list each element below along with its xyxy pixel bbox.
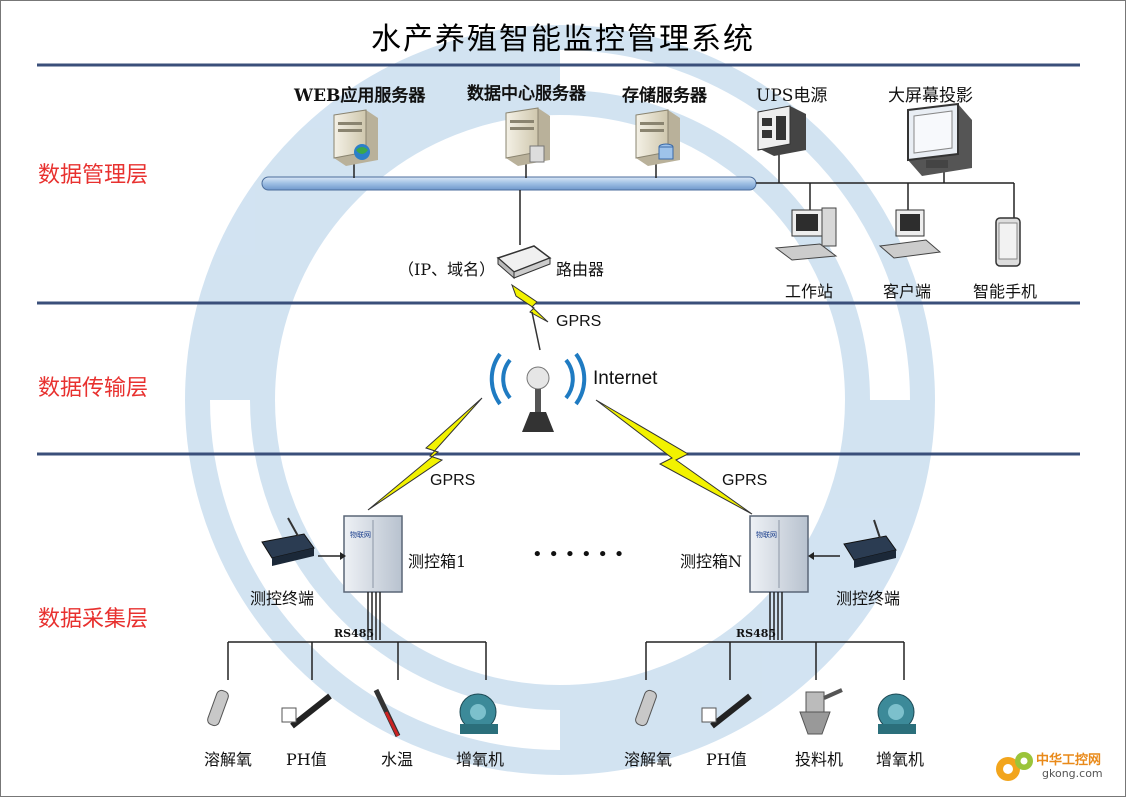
client-label: 客户端 bbox=[883, 282, 932, 301]
workstation-icon bbox=[774, 207, 838, 261]
diagram-title: 水产养殖智能监控管理系统 bbox=[371, 22, 755, 57]
ups-label: UPS电源 bbox=[756, 86, 828, 106]
sensor-label-right-2: PH值 bbox=[706, 750, 747, 769]
network-bus bbox=[261, 176, 757, 191]
watermark-name: 中华工控网 bbox=[1036, 753, 1102, 768]
router-note: （IP、域名） bbox=[398, 260, 496, 279]
storage-server-label: 存储服务器 bbox=[622, 86, 707, 106]
feeder-right-icon bbox=[799, 688, 843, 735]
sensor-label-left-1: 溶解氧 bbox=[204, 750, 253, 769]
rs485-label-right: RS485 bbox=[736, 627, 777, 640]
projector-screen-icon bbox=[907, 102, 972, 176]
ellipsis-more-boxes: • • • • • • bbox=[532, 544, 625, 565]
data-center-server-label: 数据中心服务器 bbox=[467, 84, 586, 104]
terminal-right-icon bbox=[843, 519, 897, 568]
web-server-label: WEB应用服务器 bbox=[294, 86, 426, 106]
client-pc-icon bbox=[878, 209, 942, 259]
sensor-label-left-4: 增氧机 bbox=[456, 750, 505, 769]
workstation-label: 工作站 bbox=[785, 282, 834, 301]
terminal-left-label: 测控终端 bbox=[250, 589, 315, 608]
temperature-probe-left-icon bbox=[373, 688, 401, 738]
gprs-label-top: GPRS bbox=[556, 313, 602, 330]
oxygen-sensor-right-icon bbox=[635, 689, 657, 727]
control-box-1-icon bbox=[343, 515, 403, 593]
internet-antenna-icon bbox=[489, 352, 587, 432]
sensor-label-left-3: 水温 bbox=[381, 750, 414, 769]
sensor-label-right-4: 增氧机 bbox=[876, 750, 925, 769]
sensor-label-right-1: 溶解氧 bbox=[624, 750, 673, 769]
gprs-label-left: GPRS bbox=[430, 472, 476, 489]
watermark-url: gkong.com bbox=[1042, 767, 1103, 780]
gkong-watermark: 中华工控网 gkong.com bbox=[990, 743, 1120, 789]
boxn-brand: 物联网 bbox=[756, 531, 777, 539]
aerator-right-icon bbox=[877, 693, 916, 734]
layer-label-collection: 数据采集层 bbox=[38, 607, 149, 632]
terminal-right-label: 测控终端 bbox=[836, 589, 901, 608]
gprs-lightning-top bbox=[511, 283, 549, 323]
ph-sensor-right-icon bbox=[701, 693, 752, 729]
rs485-label-left: RS485 bbox=[334, 627, 375, 640]
layer-label-transmission: 数据传输层 bbox=[38, 376, 149, 401]
gprs-label-right: GPRS bbox=[722, 472, 768, 489]
internet-label: Internet bbox=[593, 368, 658, 389]
control-box-n-icon bbox=[749, 515, 809, 593]
terminal-left-icon bbox=[261, 517, 315, 566]
smartphone-label: 智能手机 bbox=[973, 282, 1038, 301]
sensor-label-right-3: 投料机 bbox=[795, 750, 844, 769]
router-label: 路由器 bbox=[556, 260, 605, 279]
ph-sensor-left-icon bbox=[281, 693, 332, 729]
box1-brand: 物联网 bbox=[350, 531, 371, 539]
background-swirl bbox=[185, 25, 935, 775]
gprs-lightning-right bbox=[595, 399, 753, 515]
storage-server-icon bbox=[635, 109, 680, 166]
projector-label: 大屏幕投影 bbox=[888, 86, 973, 106]
gear-logo-icon bbox=[996, 752, 1033, 781]
sensor-label-left-2: PH值 bbox=[286, 750, 327, 769]
ups-icon bbox=[757, 105, 806, 156]
control-box-1-label: 测控箱1 bbox=[408, 552, 467, 571]
data-center-server-icon bbox=[505, 107, 550, 166]
web-server-icon bbox=[333, 109, 378, 166]
router-icon bbox=[496, 245, 552, 280]
smartphone-icon bbox=[995, 217, 1021, 267]
layer-label-management: 数据管理层 bbox=[38, 163, 149, 188]
aerator-left-icon bbox=[459, 693, 498, 734]
oxygen-sensor-left-icon bbox=[207, 689, 229, 727]
control-box-n-label: 测控箱N bbox=[680, 552, 743, 571]
gprs-lightning-left bbox=[367, 397, 483, 511]
